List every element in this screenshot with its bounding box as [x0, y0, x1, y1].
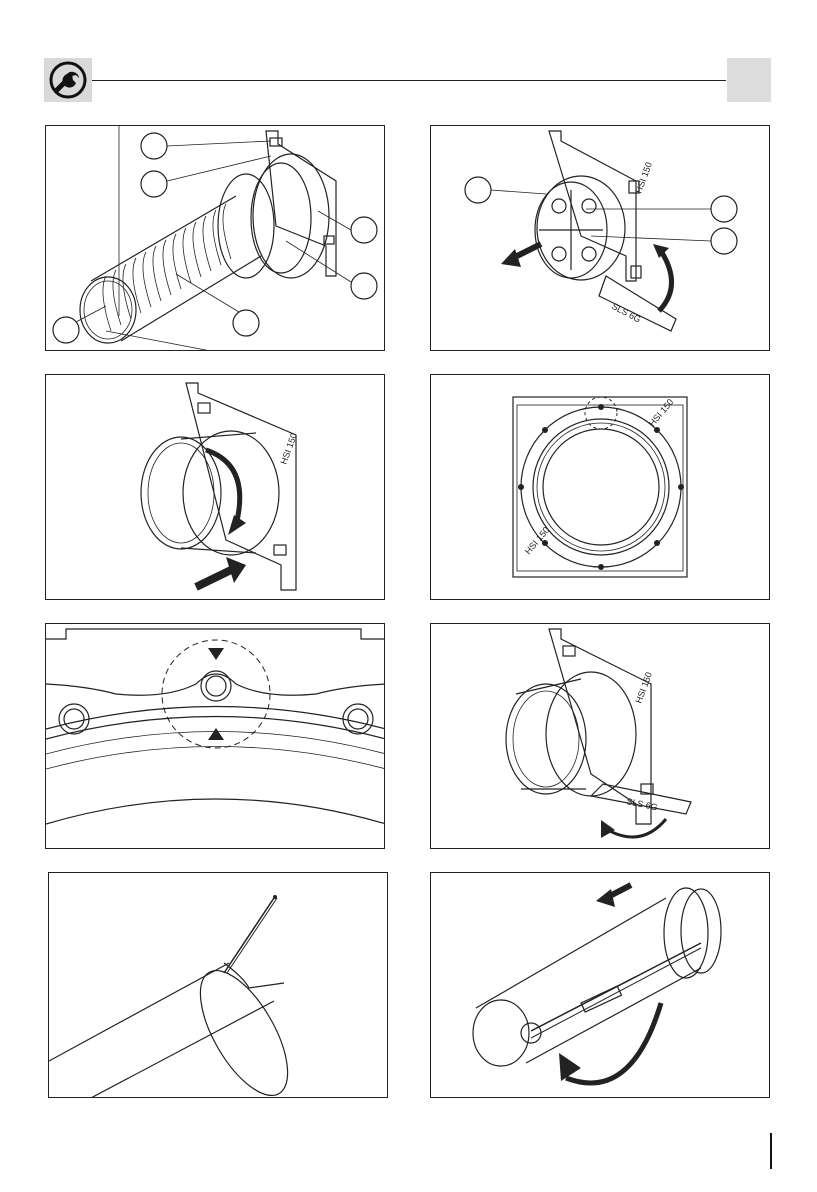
callout-3 [711, 228, 737, 254]
callout-1 [141, 133, 167, 159]
tool-label: SLS 6G [610, 301, 643, 325]
rotate-collar-illustration: HSI 150 [46, 375, 385, 600]
panel-6: HSI 150 SLS 6G [430, 623, 770, 849]
panel-3: HSI 150 [45, 374, 385, 600]
marking-pipe-illustration [49, 873, 386, 1098]
panel-7 [48, 872, 388, 1098]
cap-removal-illustration: HSI 150 SLS 6G [431, 126, 770, 351]
panel-2: HSI 150 SLS 6G [430, 125, 770, 351]
plate-label-bottom: HSI 150 [523, 525, 552, 556]
header-rule [92, 80, 726, 81]
header-icon-box [44, 58, 92, 102]
page-marker [770, 1133, 772, 1169]
alignment-detail-illustration [46, 624, 385, 849]
panel-8 [430, 872, 770, 1098]
panel-4: HSI 150 HSI 150 [430, 374, 770, 600]
callout-2 [711, 196, 737, 222]
header-step-box [727, 58, 771, 102]
insert-pipe-illustration [431, 873, 770, 1098]
plate-label: HSI 150 [633, 161, 654, 195]
callout-5 [233, 310, 259, 336]
plate-label-top: HSI 150 [647, 397, 676, 428]
callout-2 [141, 171, 167, 197]
wrench-icon [46, 60, 90, 100]
callout-4 [351, 273, 377, 299]
callout-1 [465, 177, 491, 203]
lock-with-tool-illustration: HSI 150 SLS 6G [431, 624, 770, 849]
panel-1 [45, 125, 385, 351]
panel-5 [45, 623, 385, 849]
duct-assembly-illustration [46, 126, 385, 351]
front-view-illustration: HSI 150 HSI 150 [431, 375, 770, 600]
callout-3 [351, 217, 377, 243]
callout-6 [53, 317, 79, 343]
tool-label: SLS 6G [626, 796, 659, 812]
